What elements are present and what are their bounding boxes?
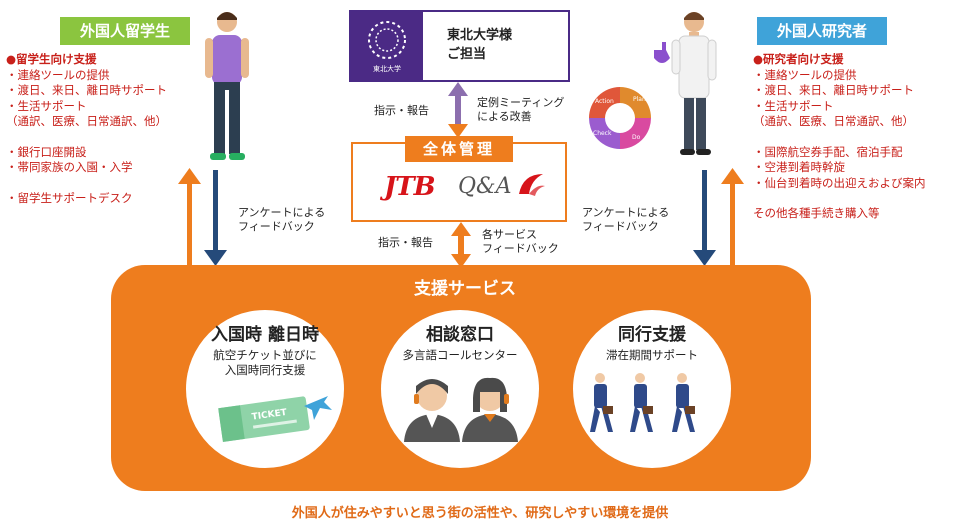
walking-people-icon: [590, 373, 695, 432]
list-gap: [753, 130, 926, 145]
call-center-icon: [404, 377, 518, 442]
swoosh-logo-icon: [519, 174, 545, 196]
list-item: ・生活サポート: [753, 98, 834, 113]
tohoku-logo-icon: 東北大学: [351, 12, 423, 80]
list-item: ・銀行口座開設: [6, 144, 87, 159]
list-item: ・仙台到着時の出迎えおよび案内: [753, 175, 926, 190]
tohoku-name: 東北大学様 ご担当: [447, 28, 513, 62]
left-arrows: [178, 168, 227, 268]
list-item: ・連絡ツールの提供: [6, 67, 110, 82]
service-sub-escort: 滞在期間サポート: [606, 348, 698, 362]
right-arrows: [693, 168, 744, 268]
top-right-label: 定例ミーティングによる改善: [477, 96, 565, 123]
bottom-double-arrow: [451, 222, 471, 268]
pdca-check-label: Check: [593, 130, 612, 137]
pdca-do-label: Do: [632, 134, 641, 141]
list-item: ●研究者向け支援: [753, 52, 844, 66]
list-gap: [753, 191, 926, 206]
support-services-title: 支援サービス: [414, 279, 516, 299]
list-item: ・渡日、来日、離日時サポート: [753, 83, 914, 97]
list-item: ●留学生向け支援: [6, 52, 97, 66]
researcher-figure-icon: [654, 12, 717, 155]
researcher-tag: 外国人研究者: [757, 17, 887, 45]
service-circle-arrival: [186, 310, 344, 468]
service-sub-arrival: 航空チケット並びに入国時同行支援: [213, 348, 317, 377]
service-title-escort: 同行支援: [618, 325, 686, 345]
list-item: ・渡日、来日、離日時サポート: [6, 83, 167, 97]
tohoku-logo-caption: 東北大学: [373, 65, 401, 73]
jtb-logo: JTB: [384, 172, 436, 202]
top-left-label: 指示・報告: [374, 104, 429, 117]
right-feedback-label: アンケートによるフィードバック: [582, 206, 670, 233]
list-item: ・生活サポート: [6, 98, 87, 113]
service-sub-consult: 多言語コールセンター: [402, 348, 518, 362]
qa-logo: Q&A: [458, 174, 512, 199]
list-item: （通訳、医療、日常通訳、他）: [6, 114, 167, 128]
list-item: ・留学生サポートデスク: [6, 190, 133, 205]
ticket-icon: TICKET: [218, 396, 332, 442]
left-feedback-label: アンケートによるフィードバック: [238, 206, 326, 233]
tohoku-university-box: 東北大学 東北大学様 ご担当: [349, 10, 570, 82]
service-title-arrival: 入国時 離日時: [211, 325, 319, 345]
student-tag: 外国人留学生: [60, 17, 190, 45]
list-item: その他各種手続き購入等: [753, 206, 880, 220]
ticket-label: TICKET: [251, 408, 288, 423]
list-item: ・空港到着時幹旋: [753, 160, 845, 174]
list-item: （通訳、医療、日常通訳、他）: [753, 114, 914, 128]
footer-statement: 外国人が住みやすいと思う街の活性や、研究しやすい環境を提供: [291, 506, 669, 521]
student-figure-icon: [205, 12, 249, 160]
bottom-left-label: 指示・報告: [378, 236, 433, 249]
student-support-list: ●留学生向け支援・連絡ツールの提供・渡日、来日、離日時サポート・生活サポート（通…: [6, 52, 167, 206]
list-gap: [6, 176, 167, 191]
bottom-right-label: 各サービスフィードバック: [482, 228, 559, 255]
list-item: ・国際航空券手配、宿泊手配: [753, 144, 903, 159]
pdca-action-label: Action: [595, 98, 614, 105]
list-item: ・連絡ツールの提供: [753, 67, 857, 82]
list-item: ・帯同家族の入園・入学: [6, 160, 133, 174]
management-title: 全体管理: [405, 136, 513, 162]
pdca-plan-label: Plan: [633, 96, 646, 103]
researcher-support-list: ●研究者向け支援・連絡ツールの提供・渡日、来日、離日時サポート・生活サポート（通…: [753, 52, 926, 222]
top-double-arrow: [448, 82, 468, 138]
pdca-cycle-icon: Plan Do Check Action: [589, 87, 651, 149]
service-title-consult: 相談窓口: [426, 325, 494, 345]
list-gap: [6, 130, 167, 145]
